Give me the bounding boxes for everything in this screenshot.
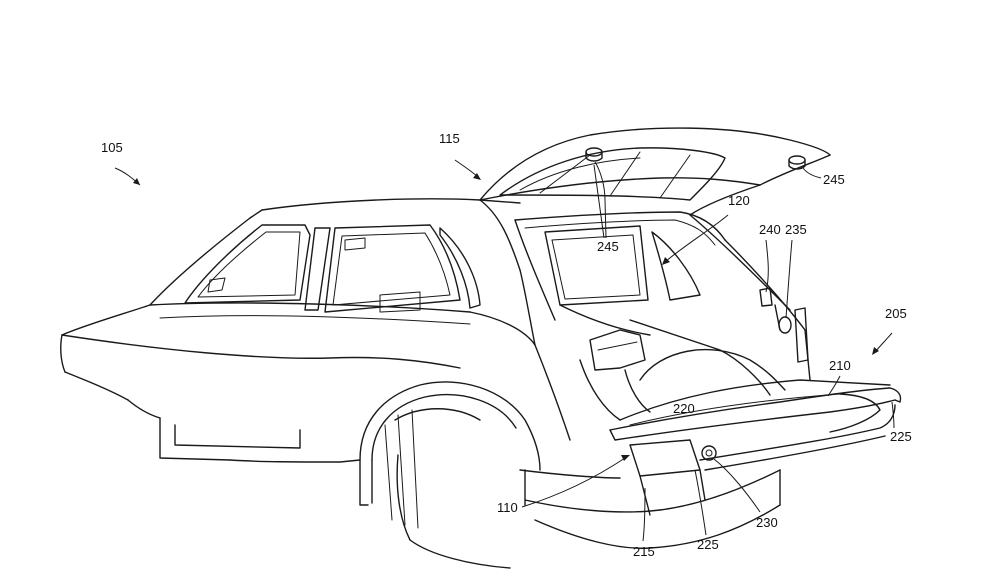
side-windows: [184, 199, 536, 346]
label-240: 240: [759, 222, 781, 237]
label-220: 220: [673, 401, 695, 416]
leader-245-center-b: [594, 161, 607, 239]
leader-235: [785, 239, 793, 319]
label-245-right: 245: [823, 172, 845, 187]
leader-240: [765, 239, 769, 293]
label-105: 105: [101, 140, 123, 155]
leader-225-bottom: [694, 469, 707, 536]
arrow-120: [662, 257, 670, 265]
label-205: 205: [885, 306, 907, 321]
reference-numerals: 105 115 120 245 245 240 235 205 210 220 …: [101, 131, 912, 559]
leader-245-right: [802, 167, 822, 179]
cargo-area: [514, 211, 811, 421]
label-230: 230: [756, 515, 778, 530]
leader-215: [642, 487, 646, 542]
arrow-115: [473, 173, 481, 180]
leader-115: [454, 159, 479, 178]
leader-205: [874, 332, 893, 353]
label-110: 110: [497, 500, 518, 515]
deployable-table: [519, 379, 902, 549]
label-210: 210: [829, 358, 851, 373]
label-245-center: 245: [597, 239, 619, 254]
label-120: 120: [728, 193, 750, 208]
label-225-bottom: 225: [697, 537, 719, 552]
leader-245-center-a: [593, 164, 605, 239]
leader-225-right: [891, 401, 895, 429]
leader-230: [713, 458, 761, 513]
leader-210: [827, 375, 841, 397]
label-235: 235: [785, 222, 807, 237]
vehicle-body: [60, 198, 571, 569]
label-225-right: 225: [890, 429, 912, 444]
liftgate: [479, 127, 831, 311]
leader-120: [664, 214, 729, 263]
arrow-110: [621, 455, 630, 461]
label-215: 215: [633, 544, 655, 559]
leader-110: [521, 457, 626, 508]
arrow-205: [872, 347, 879, 355]
label-115: 115: [439, 131, 460, 146]
arrow-105: [133, 178, 140, 185]
